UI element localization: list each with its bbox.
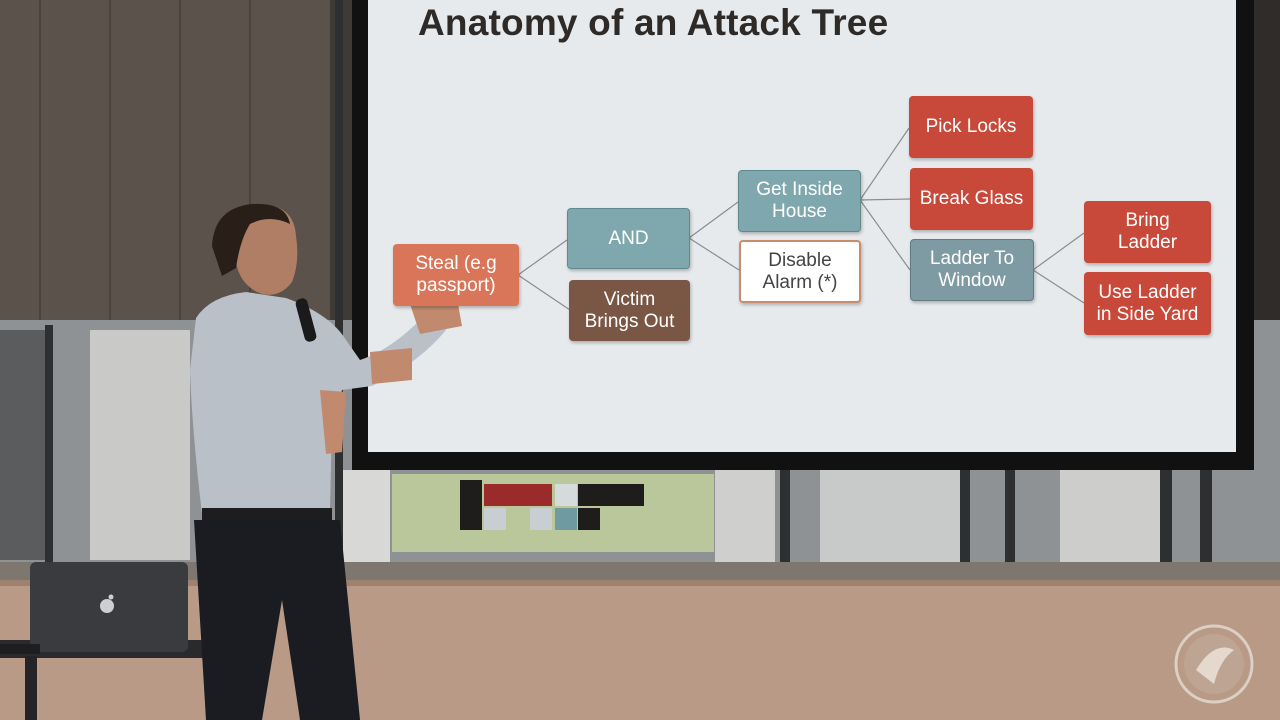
tree-connectors xyxy=(517,127,1085,311)
window-pane xyxy=(715,470,775,562)
speaker-person xyxy=(190,203,462,720)
table-leg xyxy=(25,656,37,720)
window-mullions xyxy=(45,0,1212,565)
slide-title: Anatomy of an Attack Tree xyxy=(418,2,889,43)
node-use-ladder: Use Ladder in Side Yard xyxy=(1084,272,1211,335)
wall-trim xyxy=(0,580,1280,586)
window-pane xyxy=(1060,470,1160,562)
node-bring-ladder: Bring Ladder xyxy=(1084,201,1211,263)
wasp-logo-icon xyxy=(1174,624,1254,704)
node-victim-brings-out: Victim Brings Out xyxy=(569,280,690,341)
sticky-note-art xyxy=(392,474,714,552)
node-get-inside-house: Get Inside House xyxy=(738,170,861,232)
laptop-base xyxy=(0,644,40,654)
node-pick-locks: Pick Locks xyxy=(909,96,1033,158)
window-pane xyxy=(0,330,45,560)
node-disable-alarm: Disable Alarm (*) xyxy=(739,240,861,303)
window-pane xyxy=(820,470,960,562)
node-steal: Steal (e.g passport) xyxy=(393,244,519,306)
node-break-glass: Break Glass xyxy=(910,168,1033,230)
apple-icon xyxy=(100,594,114,613)
window-pane xyxy=(90,330,190,560)
node-ladder-to-window: Ladder To Window xyxy=(910,239,1034,301)
window-sill xyxy=(0,562,1280,580)
window-pane xyxy=(340,470,390,562)
node-and: AND xyxy=(567,208,690,269)
